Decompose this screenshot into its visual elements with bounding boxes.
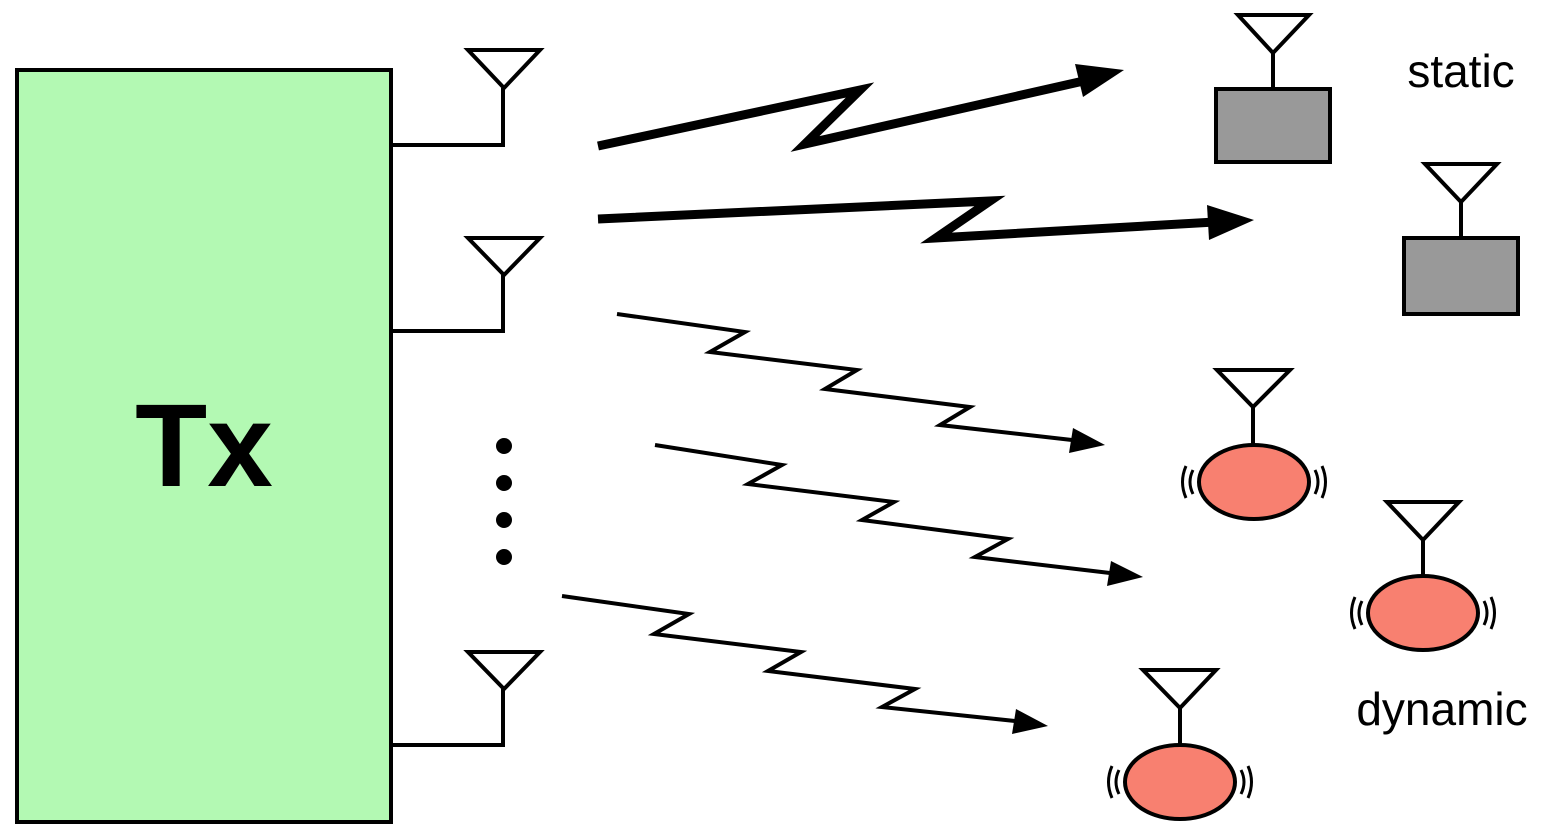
dynamic-link-3 bbox=[561, 594, 1048, 734]
static-receiver-2-box bbox=[1402, 236, 1520, 316]
dynamic-link-2-bolt bbox=[654, 443, 1111, 575]
static-receiver-2 bbox=[1402, 162, 1520, 316]
dynamic-link-1-bolt bbox=[616, 312, 1073, 442]
static-link-1-bolt bbox=[597, 75, 1089, 152]
dynamic-receiver-2-body bbox=[1366, 574, 1480, 652]
tx-antenna-2-icon bbox=[463, 236, 545, 278]
dynamic-receiver-2 bbox=[1350, 500, 1496, 652]
antenna-ellipsis bbox=[496, 438, 512, 565]
dynamic-receiver-3-antenna-icon bbox=[1138, 668, 1221, 711]
static-receiver-2-antenna-icon bbox=[1420, 162, 1502, 205]
dynamic-receiver-1-body bbox=[1197, 443, 1311, 521]
ellipsis-dot bbox=[496, 438, 512, 454]
dynamic-link-1 bbox=[616, 312, 1105, 453]
tx-antenna-1-feed bbox=[393, 88, 505, 147]
dynamic-receiver-2-antenna-icon bbox=[1382, 500, 1464, 543]
static-link-1-arrowhead bbox=[1075, 64, 1124, 97]
tx-antenna-1-icon bbox=[463, 48, 545, 91]
ellipsis-dot bbox=[496, 512, 512, 528]
static-label: static bbox=[1407, 45, 1514, 97]
tx-antenna-3 bbox=[393, 650, 545, 747]
dynamic-link-1-arrowhead bbox=[1069, 428, 1105, 453]
static-link-2-bolt bbox=[597, 195, 1216, 244]
dynamic-receiver-1-antenna-icon bbox=[1212, 368, 1295, 410]
static-link-2-arrowhead bbox=[1207, 205, 1254, 240]
dynamic-receiver-3 bbox=[1107, 668, 1253, 821]
dynamic-link-3-bolt bbox=[561, 594, 1016, 723]
transmitter-box bbox=[15, 68, 393, 824]
tx-antenna-2 bbox=[393, 236, 545, 333]
tx-antenna-1 bbox=[393, 48, 545, 147]
dynamic-receiver-3-body bbox=[1123, 743, 1237, 821]
static-link-1 bbox=[597, 64, 1124, 152]
transmitter: Tx bbox=[15, 68, 393, 824]
tx-antenna-3-feed bbox=[393, 689, 505, 747]
dynamic-label: dynamic bbox=[1356, 683, 1527, 735]
dynamic-link-2-arrowhead bbox=[1107, 561, 1143, 586]
dynamic-link-2 bbox=[654, 443, 1143, 586]
static-link-2 bbox=[597, 195, 1254, 244]
dynamic-receiver-1-vibration-icon bbox=[1181, 465, 1327, 499]
ellipsis-dot bbox=[496, 475, 512, 491]
tx-antenna-3-icon bbox=[463, 650, 545, 692]
transmitter-label: Tx bbox=[135, 380, 273, 512]
static-receiver-1-box bbox=[1214, 87, 1332, 164]
ellipsis-dot bbox=[496, 549, 512, 565]
dynamic-receiver-3-vibration-icon bbox=[1107, 765, 1253, 799]
dynamic-receiver-2-vibration-icon bbox=[1350, 596, 1496, 630]
static-receiver-1-antenna-icon bbox=[1233, 13, 1314, 56]
dynamic-link-3-arrowhead bbox=[1012, 709, 1048, 734]
tx-antenna-2-feed bbox=[393, 275, 505, 333]
dynamic-receiver-1 bbox=[1181, 368, 1327, 521]
static-receiver-1 bbox=[1214, 13, 1332, 164]
